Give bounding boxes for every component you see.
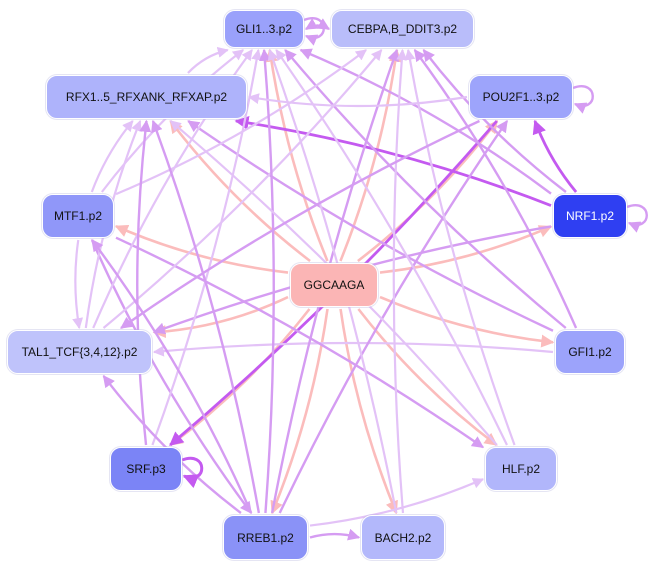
edge-rreb1-to-bach2 xyxy=(309,528,361,541)
node-pou2f1-3[interactable]: POU2F1..3.p2 xyxy=(469,75,573,119)
edge-rreb1-to-pou2f xyxy=(278,120,509,514)
node-gli1-3[interactable]: GLI1..3.p2 xyxy=(224,10,304,48)
node-bach2[interactable]: BACH2.p2 xyxy=(361,515,445,560)
edge-ggcaaga-to-hlf xyxy=(357,308,498,447)
node-label: GGCAAGA xyxy=(303,278,365,292)
node-label: CEBPA,B_DDIT3.p2 xyxy=(347,22,458,36)
edge-nrf1-to-pou2f xyxy=(532,119,578,193)
edge-srf-to-rfx xyxy=(136,119,152,446)
edge-mtf1-to-hlf xyxy=(115,236,484,449)
edge-tal1-to-cebpa xyxy=(102,49,383,329)
edge-bach2-to-cebpa xyxy=(392,48,408,514)
node-rfx1-5[interactable]: RFX1..5_RFXANK_RFXAP.p2 xyxy=(46,75,247,119)
node-ggcaaga[interactable]: GGCAAGA xyxy=(290,263,378,307)
edge-rreb1-to-gli xyxy=(258,48,275,514)
edge-nrf1-to-cebpa xyxy=(422,49,567,193)
node-cebpa-b-ddit3[interactable]: CEBPA,B_DDIT3.p2 xyxy=(331,10,474,48)
edge-ggcaaga-to-gli xyxy=(265,48,329,262)
edge-ggcaaga-to-bach2 xyxy=(339,308,398,515)
node-mtf1[interactable]: MTF1.p2 xyxy=(42,194,114,238)
node-label: HLF.p2 xyxy=(501,462,541,476)
edge-rreb1-to-hlf xyxy=(309,478,485,527)
node-label: TAL1_TCF{3,4,12}.p2 xyxy=(21,345,138,359)
node-srf[interactable]: SRF.p3 xyxy=(110,447,182,491)
node-label: MTF1.p2 xyxy=(53,209,102,223)
edge-pou2f-to-rfx xyxy=(247,93,468,108)
edge-ggcaaga-to-cebpa xyxy=(339,48,402,262)
edge-mtf1-to-rfx xyxy=(90,120,134,193)
edge-mtf1-to-cebpa xyxy=(115,49,367,196)
edge-gfi1-to-gli xyxy=(284,49,567,329)
node-label: GFI1.p2 xyxy=(568,345,612,359)
edge-srf-to-gli xyxy=(151,48,263,446)
self-loop-gli xyxy=(303,17,325,46)
edge-hlf-to-cebpa xyxy=(404,48,516,446)
edge-ggcaaga-to-gfi1 xyxy=(379,295,555,348)
self-loop-srf xyxy=(181,456,204,489)
edge-ggcaaga-to-mtf1 xyxy=(114,224,289,274)
edge-mtf1-to-tal1 xyxy=(72,239,84,330)
edge-nrf1-to-gli xyxy=(299,48,552,195)
node-hlf[interactable]: HLF.p2 xyxy=(485,447,557,491)
node-label: POU2F1..3.p2 xyxy=(482,90,560,104)
edge-ggcaaga-to-pou2f xyxy=(357,119,499,263)
node-nrf1[interactable]: NRF1.p2 xyxy=(553,194,627,238)
edge-ggcaaga-to-rreb1 xyxy=(270,308,329,515)
node-label: GLI1..3.p2 xyxy=(235,22,293,36)
node-label: RFX1..5_RFXANK_RFXAP.p2 xyxy=(65,90,228,104)
node-gfi1[interactable]: GFI1.p2 xyxy=(555,330,625,374)
edge-ggcaaga-to-rfx xyxy=(169,119,311,263)
edge-hlf-to-gli xyxy=(275,49,508,446)
edge-rreb1-to-mtf1 xyxy=(91,239,253,514)
node-rreb1[interactable]: RREB1.p2 xyxy=(223,515,308,560)
edge-gfi1-to-cebpa xyxy=(413,49,578,329)
edge-mtf1-to-rreb1 xyxy=(90,239,253,514)
self-loop-nrf1 xyxy=(626,204,648,233)
node-label: NRF1.p2 xyxy=(565,209,615,223)
edge-rfx-to-gli xyxy=(187,46,229,74)
node-label: SRF.p3 xyxy=(126,462,166,476)
edge-ggcaaga-to-nrf1 xyxy=(379,225,553,274)
self-loop-pou2f xyxy=(572,85,594,114)
edge-gfi1-to-rfx xyxy=(187,120,554,332)
edge-gfi1-to-tal1 xyxy=(152,341,554,357)
node-label: RREB1.p2 xyxy=(237,530,294,545)
edge-pou2f-to-tal1 xyxy=(120,119,480,329)
edge-rreb1-to-rfx xyxy=(151,119,261,514)
node-label: BACH2.p2 xyxy=(374,530,432,545)
edge-cebpa-to-gli xyxy=(304,18,330,31)
node-tal1-tcf[interactable]: TAL1_TCF{3,4,12}.p2 xyxy=(7,330,152,374)
